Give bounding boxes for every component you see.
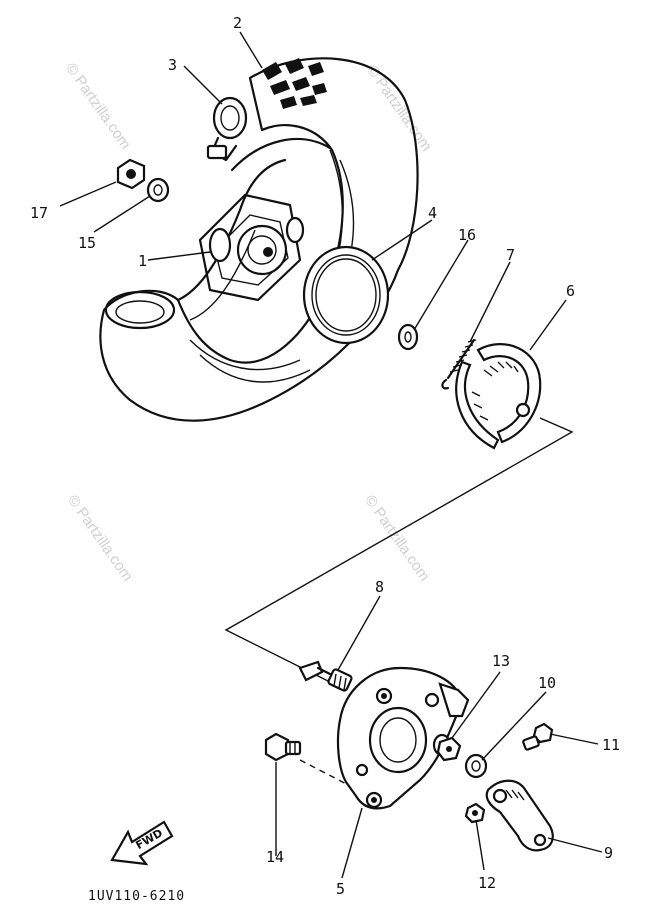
brake-camshaft[interactable]: [298, 660, 353, 692]
diagram-part-number: 1UV110-6210: [88, 889, 185, 904]
oil-seal-ring[interactable]: [302, 245, 390, 345]
callout-3: 3: [168, 56, 177, 74]
callout-labels: 2 3 1 4 16 7 6 17 15 8 13 10 11 9 12 14 …: [30, 14, 620, 898]
callout-16: 16: [458, 226, 476, 244]
callout-12: 12: [478, 874, 496, 892]
callout-13: 13: [492, 652, 510, 670]
callout-1: 1: [138, 252, 147, 270]
leader-lines: [59, 31, 603, 879]
exploded-view-guide-lines: [224, 417, 574, 791]
lever-nut[interactable]: [464, 802, 486, 824]
wheel-tire-assembly[interactable]: [99, 57, 419, 422]
tire-valve[interactable]: [206, 96, 248, 162]
callout-8: 8: [375, 578, 384, 596]
callout-7: 7: [506, 246, 515, 264]
callout-15: 15: [78, 234, 96, 252]
lever-bolt[interactable]: [522, 722, 554, 751]
cam-washer[interactable]: [464, 753, 488, 779]
cam-nut[interactable]: [436, 736, 462, 762]
callout-5: 5: [336, 880, 345, 898]
washer-16[interactable]: [397, 323, 419, 351]
callout-6: 6: [566, 282, 575, 300]
callout-2: 2: [233, 14, 242, 32]
callout-14: 14: [266, 848, 284, 866]
brake-cam-lever[interactable]: [485, 779, 554, 852]
callout-10: 10: [538, 674, 556, 692]
axle-nut[interactable]: [116, 158, 146, 190]
forward-direction-arrow: FWD: [110, 820, 174, 866]
callout-9: 9: [604, 844, 613, 862]
brake-spring[interactable]: [441, 338, 477, 390]
callout-4: 4: [428, 204, 437, 222]
panel-bolt[interactable]: [264, 732, 302, 762]
callout-11: 11: [602, 736, 620, 754]
washer[interactable]: [146, 177, 170, 203]
brake-shoe-set[interactable]: [455, 343, 542, 450]
callout-17: 17: [30, 204, 48, 222]
